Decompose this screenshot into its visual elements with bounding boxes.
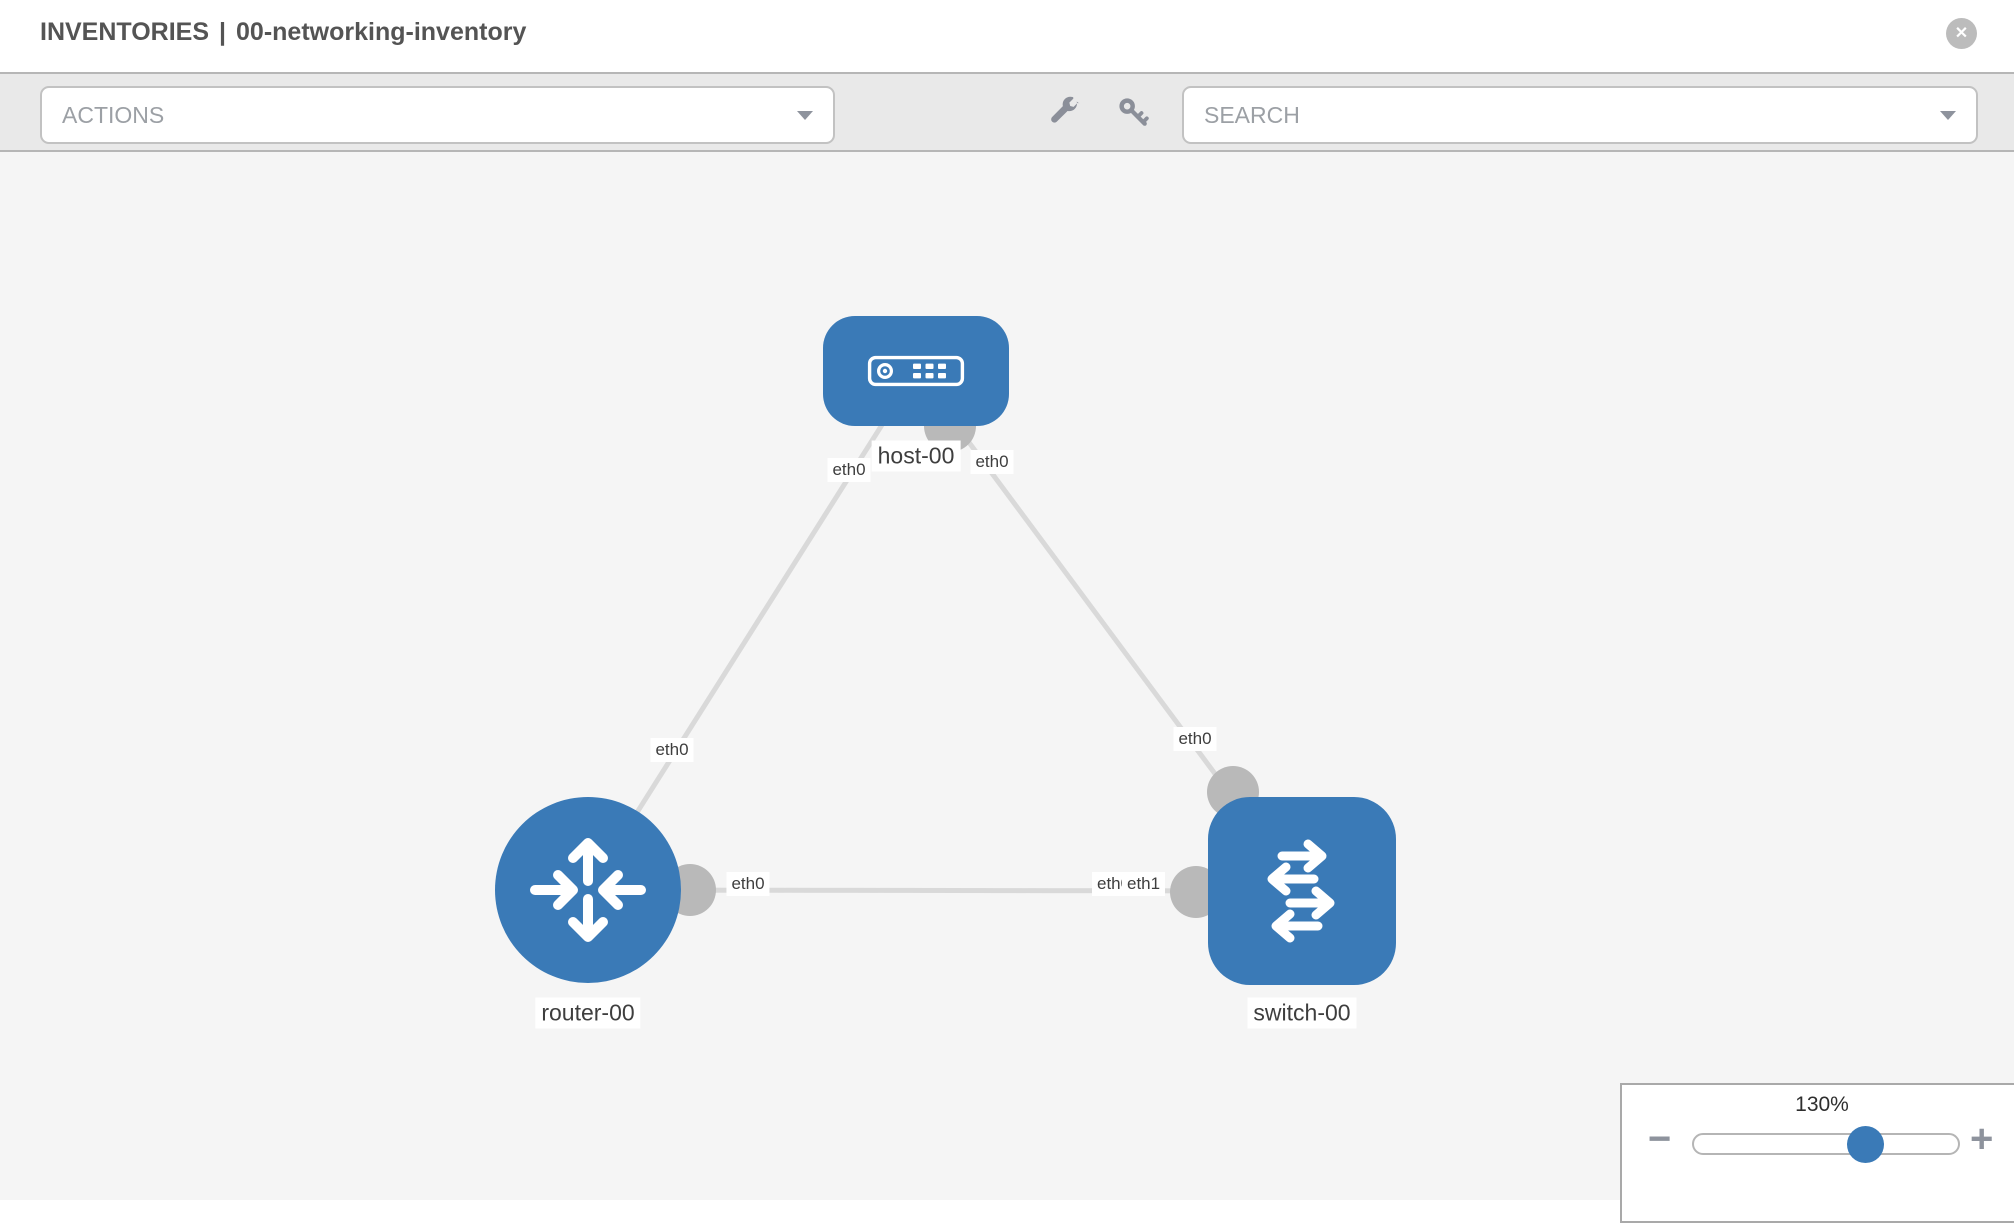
interface-label-switch-eth1: eth1 [1122,872,1166,896]
interface-label-router-eth0-top: eth0 [650,738,694,762]
actions-dropdown-label: ACTIONS [62,101,165,128]
search-dropdown[interactable]: SEARCH [1182,86,1978,144]
page-title-section: INVENTORIES [40,18,210,46]
inventory-name: 00-networking-inventory [236,18,527,46]
close-button[interactable]: ✕ [1946,18,1977,49]
link-host-router[interactable] [585,369,919,892]
router-icon [530,838,646,942]
zoom-level-value: 130% [1795,1093,1849,1116]
interface-label-router-eth0-right: eth0 [726,872,770,896]
zoom-panel: 130% − + [1620,1083,2014,1223]
interface-label-switch-eth0-top: eth0 [1173,727,1217,751]
toolbar: ACTIONS SEARCH [0,72,2014,152]
page-title-separator: | [219,18,227,46]
switch-icon [1267,839,1335,943]
zoom-in-button[interactable]: + [1970,1117,1994,1161]
interface-label-host-eth0-right: eth0 [970,450,1014,474]
host-icon [867,355,965,387]
node-label-switch: switch-00 [1247,997,1357,1029]
node-label-host: host-00 [871,440,961,472]
search-dropdown-label: SEARCH [1204,101,1300,128]
page-title: INVENTORIES | 00-networking-inventory [40,18,526,47]
interface-label-host-eth0-left: eth0 [827,458,871,482]
zoom-slider-handle[interactable] [1847,1126,1884,1163]
topology-canvas[interactable]: eth0 eth0 host-00 eth0 eth0 eth0 eth0 et… [0,152,2014,1223]
zoom-out-button[interactable]: − [1648,1117,1672,1161]
node-router[interactable] [495,797,681,983]
wrench-icon [1051,96,1080,123]
node-label-router: router-00 [535,997,641,1029]
chevron-down-icon [1940,110,1956,120]
wrench-button[interactable] [1047,95,1083,131]
actions-dropdown[interactable]: ACTIONS [40,86,835,144]
interface-dots [664,400,1259,918]
key-icon [1119,98,1149,126]
zoom-slider-track[interactable] [1692,1133,1960,1155]
node-host[interactable] [823,316,1009,426]
header: INVENTORIES | 00-networking-inventory ✕ [0,0,2014,72]
node-switch[interactable] [1208,797,1396,985]
chevron-down-icon [797,110,813,120]
key-button[interactable] [1115,95,1151,131]
topology-graph [495,316,1396,985]
close-icon: ✕ [1954,24,1969,42]
